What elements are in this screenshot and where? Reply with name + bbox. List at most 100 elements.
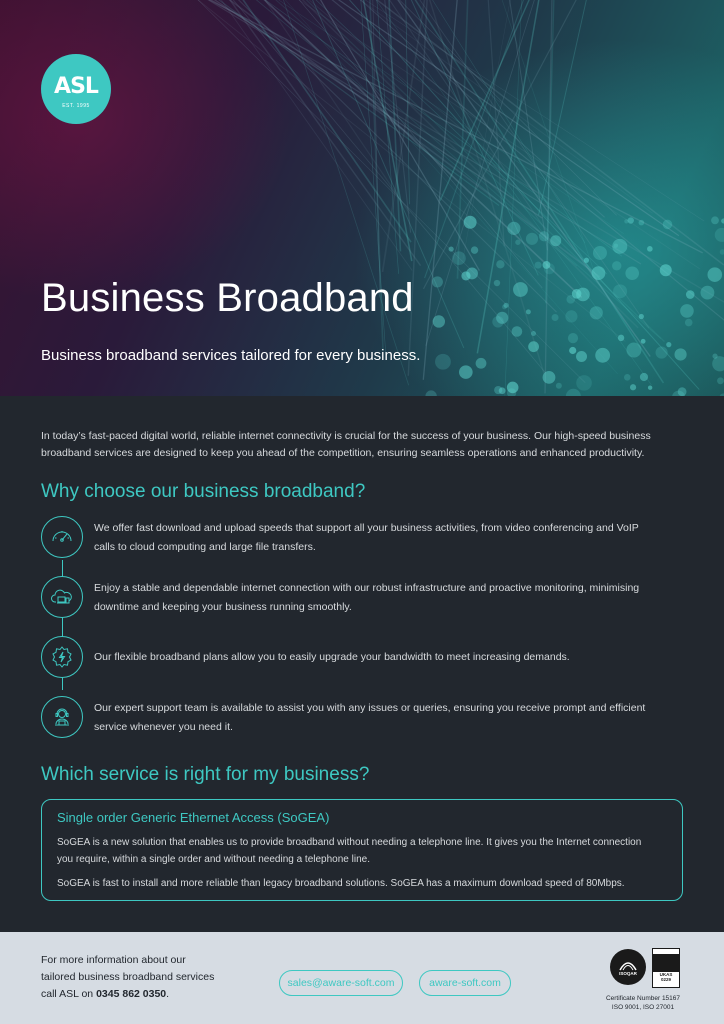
fibre-glow: [595, 347, 611, 363]
fibre-strand: [360, 0, 387, 358]
fibre-strand: [375, 0, 652, 386]
fibre-glow: [470, 246, 479, 254]
fibre-glow: [452, 251, 466, 266]
fibre-strand: [255, 0, 578, 267]
hero-banner: ASL EST. 1995 Business Broadband Busines…: [0, 0, 724, 396]
fibre-strand: [197, 0, 626, 342]
fibre-glow: [677, 387, 687, 396]
fibre-strand: [308, 0, 559, 211]
fibre-strand: [213, 0, 543, 219]
footer-contact-text: For more information about our tailored …: [41, 952, 241, 1003]
fibre-glow: [719, 393, 724, 396]
fibre-strand: [422, 0, 458, 380]
email-link[interactable]: sales@aware-soft.com: [279, 970, 403, 996]
fibre-glow: [506, 388, 517, 396]
fibre-strand: [429, 0, 545, 375]
fibre-glow: [591, 266, 606, 281]
fibre-strand: [207, 0, 642, 265]
fibre-glow: [543, 263, 555, 275]
fibre-glow: [492, 316, 504, 328]
phone-number[interactable]: 0345 862 0350: [96, 988, 167, 1000]
fibre-glow: [448, 246, 454, 252]
page-subtitle: Business broadband services tailored for…: [41, 347, 421, 364]
fibre-glow: [511, 326, 523, 337]
fibre-strand: [432, 0, 586, 244]
fibre-strand: [208, 0, 703, 254]
fibre-strand: [544, 0, 555, 304]
intro-paragraph: In today’s fast-paced digital world, rel…: [41, 430, 651, 459]
fibre-glow: [466, 267, 478, 280]
fibre-glow: [712, 356, 724, 372]
fibre-strand: [487, 0, 505, 247]
fibre-glow: [647, 385, 653, 390]
fibre-glow: [625, 266, 640, 281]
fibre-strand: [538, 0, 587, 216]
fibre-glow: [432, 315, 446, 328]
isoqar-badge: ISOQAR: [610, 949, 646, 985]
fibre-glow: [542, 370, 556, 384]
fibre-strand: [315, 0, 608, 275]
fibre-glow: [639, 372, 649, 382]
fibre-glow: [531, 330, 537, 336]
feature-text-scalability: Our flexible broadband plans allow you t…: [94, 651, 570, 663]
fibre-strand: [283, 0, 410, 386]
fibre-glow: [496, 311, 509, 324]
ukas-badge: UKAS 0229: [652, 948, 680, 988]
service-card-sogea: Single order Generic Ethernet Access (So…: [41, 799, 683, 901]
gear-lightning-icon: [41, 636, 83, 678]
which-heading: Which service is right for my business?: [41, 764, 370, 785]
fibre-glow: [680, 304, 694, 318]
fibre-glow: [583, 257, 590, 263]
fibre-strand: [237, 0, 557, 313]
fibre-glow: [629, 384, 637, 391]
fibre-glow: [565, 310, 578, 323]
fibre-strand: [362, 0, 413, 262]
fibre-strand: [275, 0, 662, 339]
fibre-glow: [612, 261, 622, 271]
fibre-glow: [714, 227, 724, 242]
fibre-strand: [410, 0, 539, 276]
fibre-strand: [264, 0, 411, 215]
fibre-strand: [359, 0, 653, 214]
certificate-standards: ISO 9001, ISO 27001: [611, 1004, 675, 1011]
fibre-glow: [513, 282, 528, 297]
fibre-strand: [220, 0, 413, 271]
fibre-strand: [337, 0, 680, 237]
fibre-glow: [538, 231, 550, 242]
service-description-1: SoGEA is a new solution that enables us …: [57, 837, 642, 865]
fibre-glow: [501, 304, 507, 310]
fibre-strand: [376, 0, 399, 274]
ukas-number: 0229: [660, 977, 671, 982]
fibre-glow: [589, 306, 603, 320]
ukas-label: UKAS: [659, 972, 673, 977]
fibre-strand: [242, 0, 412, 243]
fibre-glow: [623, 374, 631, 381]
fibre-glow: [435, 353, 451, 370]
fibre-glow: [506, 381, 519, 394]
fibre-strand: [422, 0, 577, 290]
fibre-glow: [569, 346, 577, 355]
fibre-strand: [372, 0, 381, 298]
fibre-glow: [463, 215, 477, 229]
fibre-strand: [405, 0, 410, 205]
fibre-glow: [498, 387, 506, 395]
logo-est: EST. 1995: [62, 102, 90, 109]
fibre-strand: [414, 0, 665, 384]
certificate-number: Certificate Number 15167: [605, 995, 681, 1002]
fibre-glow: [515, 239, 521, 245]
fibre-strand: [229, 0, 422, 267]
fibre-glow: [525, 232, 539, 245]
isoqar-emblem-icon: [619, 961, 637, 970]
fibre-strand: [544, 0, 553, 394]
fibre-glow: [425, 390, 437, 396]
fibre-strand: [388, 0, 402, 252]
fibre-strand: [298, 0, 543, 289]
fibre-glow: [459, 365, 473, 379]
website-link[interactable]: aware-soft.com: [419, 970, 511, 996]
fibre-glow: [719, 249, 724, 255]
fibre-glow: [617, 334, 625, 342]
footer-line-1: For more information about our: [41, 954, 186, 966]
fibre-glow: [534, 261, 542, 269]
fibre-glow: [551, 314, 559, 322]
fibre-glow: [496, 260, 505, 269]
